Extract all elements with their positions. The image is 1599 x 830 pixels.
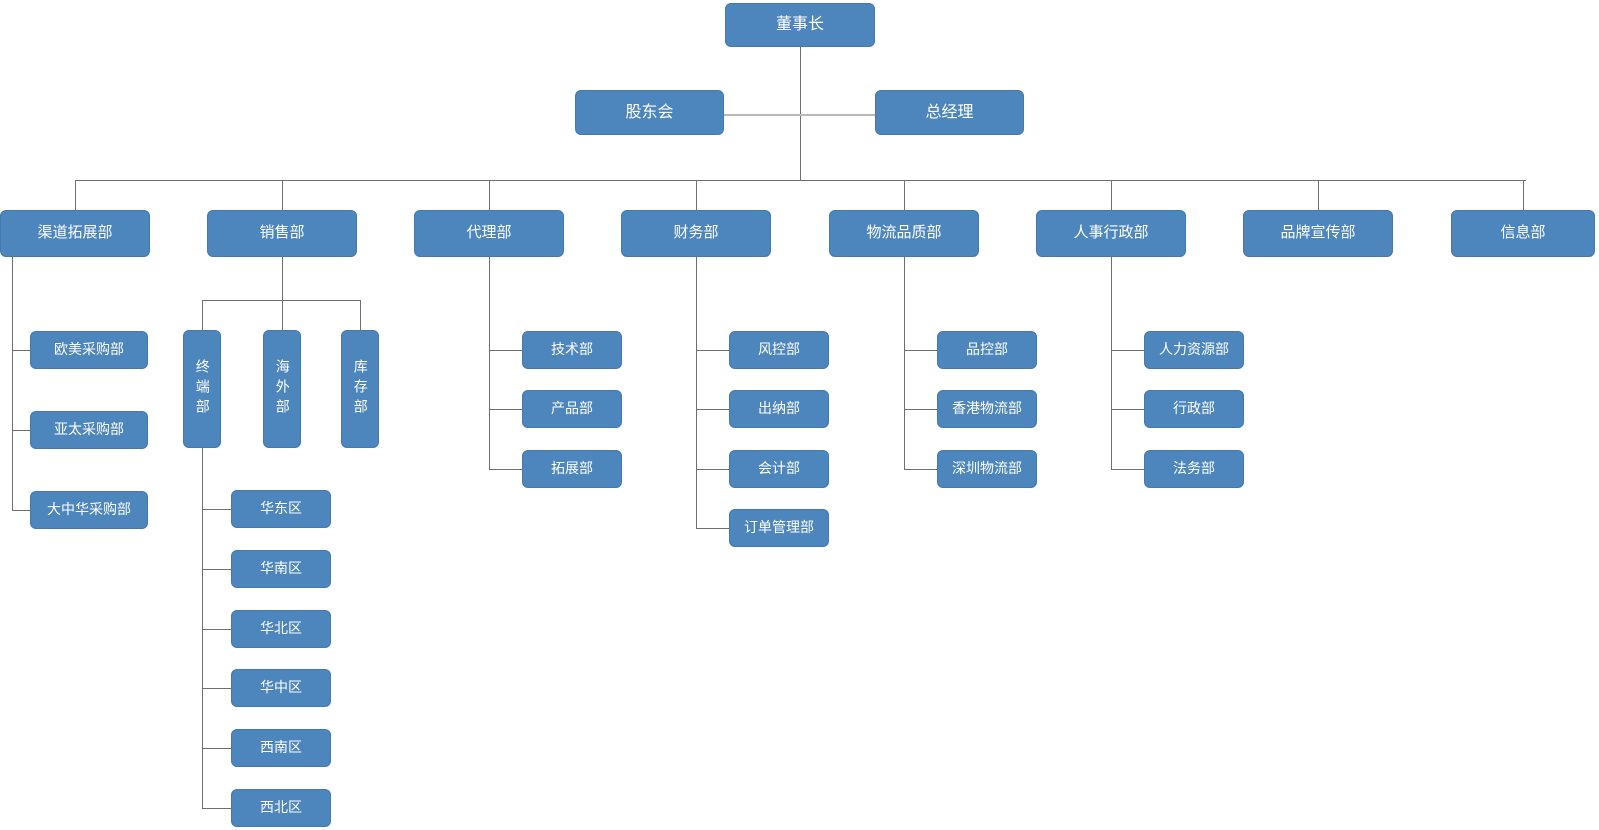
connector-terminal-stub-4 bbox=[202, 688, 231, 689]
connector-drop-brand bbox=[1318, 180, 1319, 210]
node-north-china-region: 华北区 bbox=[231, 610, 331, 648]
node-dept-finance: 财务部 bbox=[621, 210, 771, 257]
node-order-management-dept: 订单管理部 bbox=[729, 509, 829, 547]
node-accounting-dept: 会计部 bbox=[729, 450, 829, 488]
connector-agency-stub-3 bbox=[489, 469, 522, 470]
node-technology-dept: 技术部 bbox=[522, 331, 622, 369]
connector-channel-stub-1 bbox=[12, 350, 30, 351]
connector-sales-drop-inventory bbox=[360, 300, 361, 330]
connector-agency-stub-2 bbox=[489, 409, 522, 410]
connector-terminal-stub-2 bbox=[202, 569, 231, 570]
node-inventory-dept: 库存部 bbox=[341, 330, 379, 448]
node-general-manager: 总经理 bbox=[875, 90, 1024, 135]
node-dept-logistics-quality: 物流品质部 bbox=[829, 210, 979, 257]
connector-terminal-stub-5 bbox=[202, 748, 231, 749]
connector-dept-bus bbox=[75, 180, 1526, 181]
node-eu-us-procurement: 欧美采购部 bbox=[30, 331, 148, 369]
node-quality-control-dept: 品控部 bbox=[937, 331, 1037, 369]
connector-channel-spine bbox=[12, 257, 13, 510]
connector-hr-stub-2 bbox=[1111, 409, 1144, 410]
connector-channel-stub-2 bbox=[12, 430, 30, 431]
connector-sales-drop bbox=[282, 257, 283, 300]
connector-sales-drop-overseas bbox=[282, 300, 283, 330]
node-south-china-region: 华南区 bbox=[231, 550, 331, 588]
connector-drop-info bbox=[1523, 180, 1524, 210]
node-risk-control-dept: 风控部 bbox=[729, 331, 829, 369]
node-dept-agency: 代理部 bbox=[414, 210, 564, 257]
connector-chairman-drop bbox=[800, 47, 801, 180]
connector-drop-channel bbox=[75, 180, 76, 210]
connector-sales-drop-terminal bbox=[202, 300, 203, 330]
connector-agency-spine bbox=[489, 257, 490, 469]
node-cashier-dept: 出纳部 bbox=[729, 390, 829, 428]
connector-finance-spine bbox=[696, 257, 697, 529]
node-dept-channel-development: 渠道拓展部 bbox=[0, 210, 150, 257]
connector-sales-bus bbox=[202, 300, 360, 301]
connector-drop-finance bbox=[696, 180, 697, 210]
node-overseas-dept: 海外部 bbox=[263, 330, 301, 448]
node-legal-dept: 法务部 bbox=[1144, 450, 1244, 488]
node-chairman: 董事长 bbox=[725, 3, 875, 47]
node-greater-china-procurement: 大中华采购部 bbox=[30, 491, 148, 529]
connector-terminal-stub-6 bbox=[202, 808, 231, 809]
connector-hr-stub-1 bbox=[1111, 350, 1144, 351]
node-dept-sales: 销售部 bbox=[207, 210, 357, 257]
connector-agency-stub-1 bbox=[489, 350, 522, 351]
connector-logistics-stub-2 bbox=[904, 409, 937, 410]
connector-drop-agency bbox=[489, 180, 490, 210]
node-product-dept: 产品部 bbox=[522, 390, 622, 428]
connector-hr-stub-3 bbox=[1111, 469, 1144, 470]
connector-drop-sales bbox=[282, 180, 283, 210]
connector-terminal-stub-1 bbox=[202, 509, 231, 510]
connector-terminal-stub-3 bbox=[202, 629, 231, 630]
node-hongkong-logistics-dept: 香港物流部 bbox=[937, 390, 1037, 428]
node-dept-hr-admin: 人事行政部 bbox=[1036, 210, 1186, 257]
node-asia-pacific-procurement: 亚太采购部 bbox=[30, 411, 148, 449]
connector-drop-logistics bbox=[904, 180, 905, 210]
node-northwest-region: 西北区 bbox=[231, 789, 331, 827]
connector-shareholders-gm-link bbox=[724, 114, 875, 116]
connector-terminal-spine bbox=[202, 448, 203, 808]
connector-logistics-stub-3 bbox=[904, 469, 937, 470]
connector-finance-stub-1 bbox=[696, 350, 729, 351]
node-dept-information: 信息部 bbox=[1451, 210, 1595, 257]
connector-channel-stub-3 bbox=[12, 510, 30, 511]
connector-logistics-spine bbox=[904, 257, 905, 469]
connector-finance-stub-3 bbox=[696, 469, 729, 470]
node-administration-dept: 行政部 bbox=[1144, 390, 1244, 428]
node-shareholders: 股东会 bbox=[575, 90, 724, 135]
connector-finance-stub-4 bbox=[696, 528, 729, 529]
node-dept-brand-promotion: 品牌宣传部 bbox=[1243, 210, 1393, 257]
node-human-resources-dept: 人力资源部 bbox=[1144, 331, 1244, 369]
node-southwest-region: 西南区 bbox=[231, 729, 331, 767]
node-central-china-region: 华中区 bbox=[231, 669, 331, 707]
node-east-china-region: 华东区 bbox=[231, 490, 331, 528]
connector-hr-spine bbox=[1111, 257, 1112, 469]
connector-logistics-stub-1 bbox=[904, 350, 937, 351]
connector-drop-hr bbox=[1111, 180, 1112, 210]
node-terminal-dept: 终端部 bbox=[183, 330, 221, 448]
node-expansion-dept: 拓展部 bbox=[522, 450, 622, 488]
connector-finance-stub-2 bbox=[696, 409, 729, 410]
node-shenzhen-logistics-dept: 深圳物流部 bbox=[937, 450, 1037, 488]
